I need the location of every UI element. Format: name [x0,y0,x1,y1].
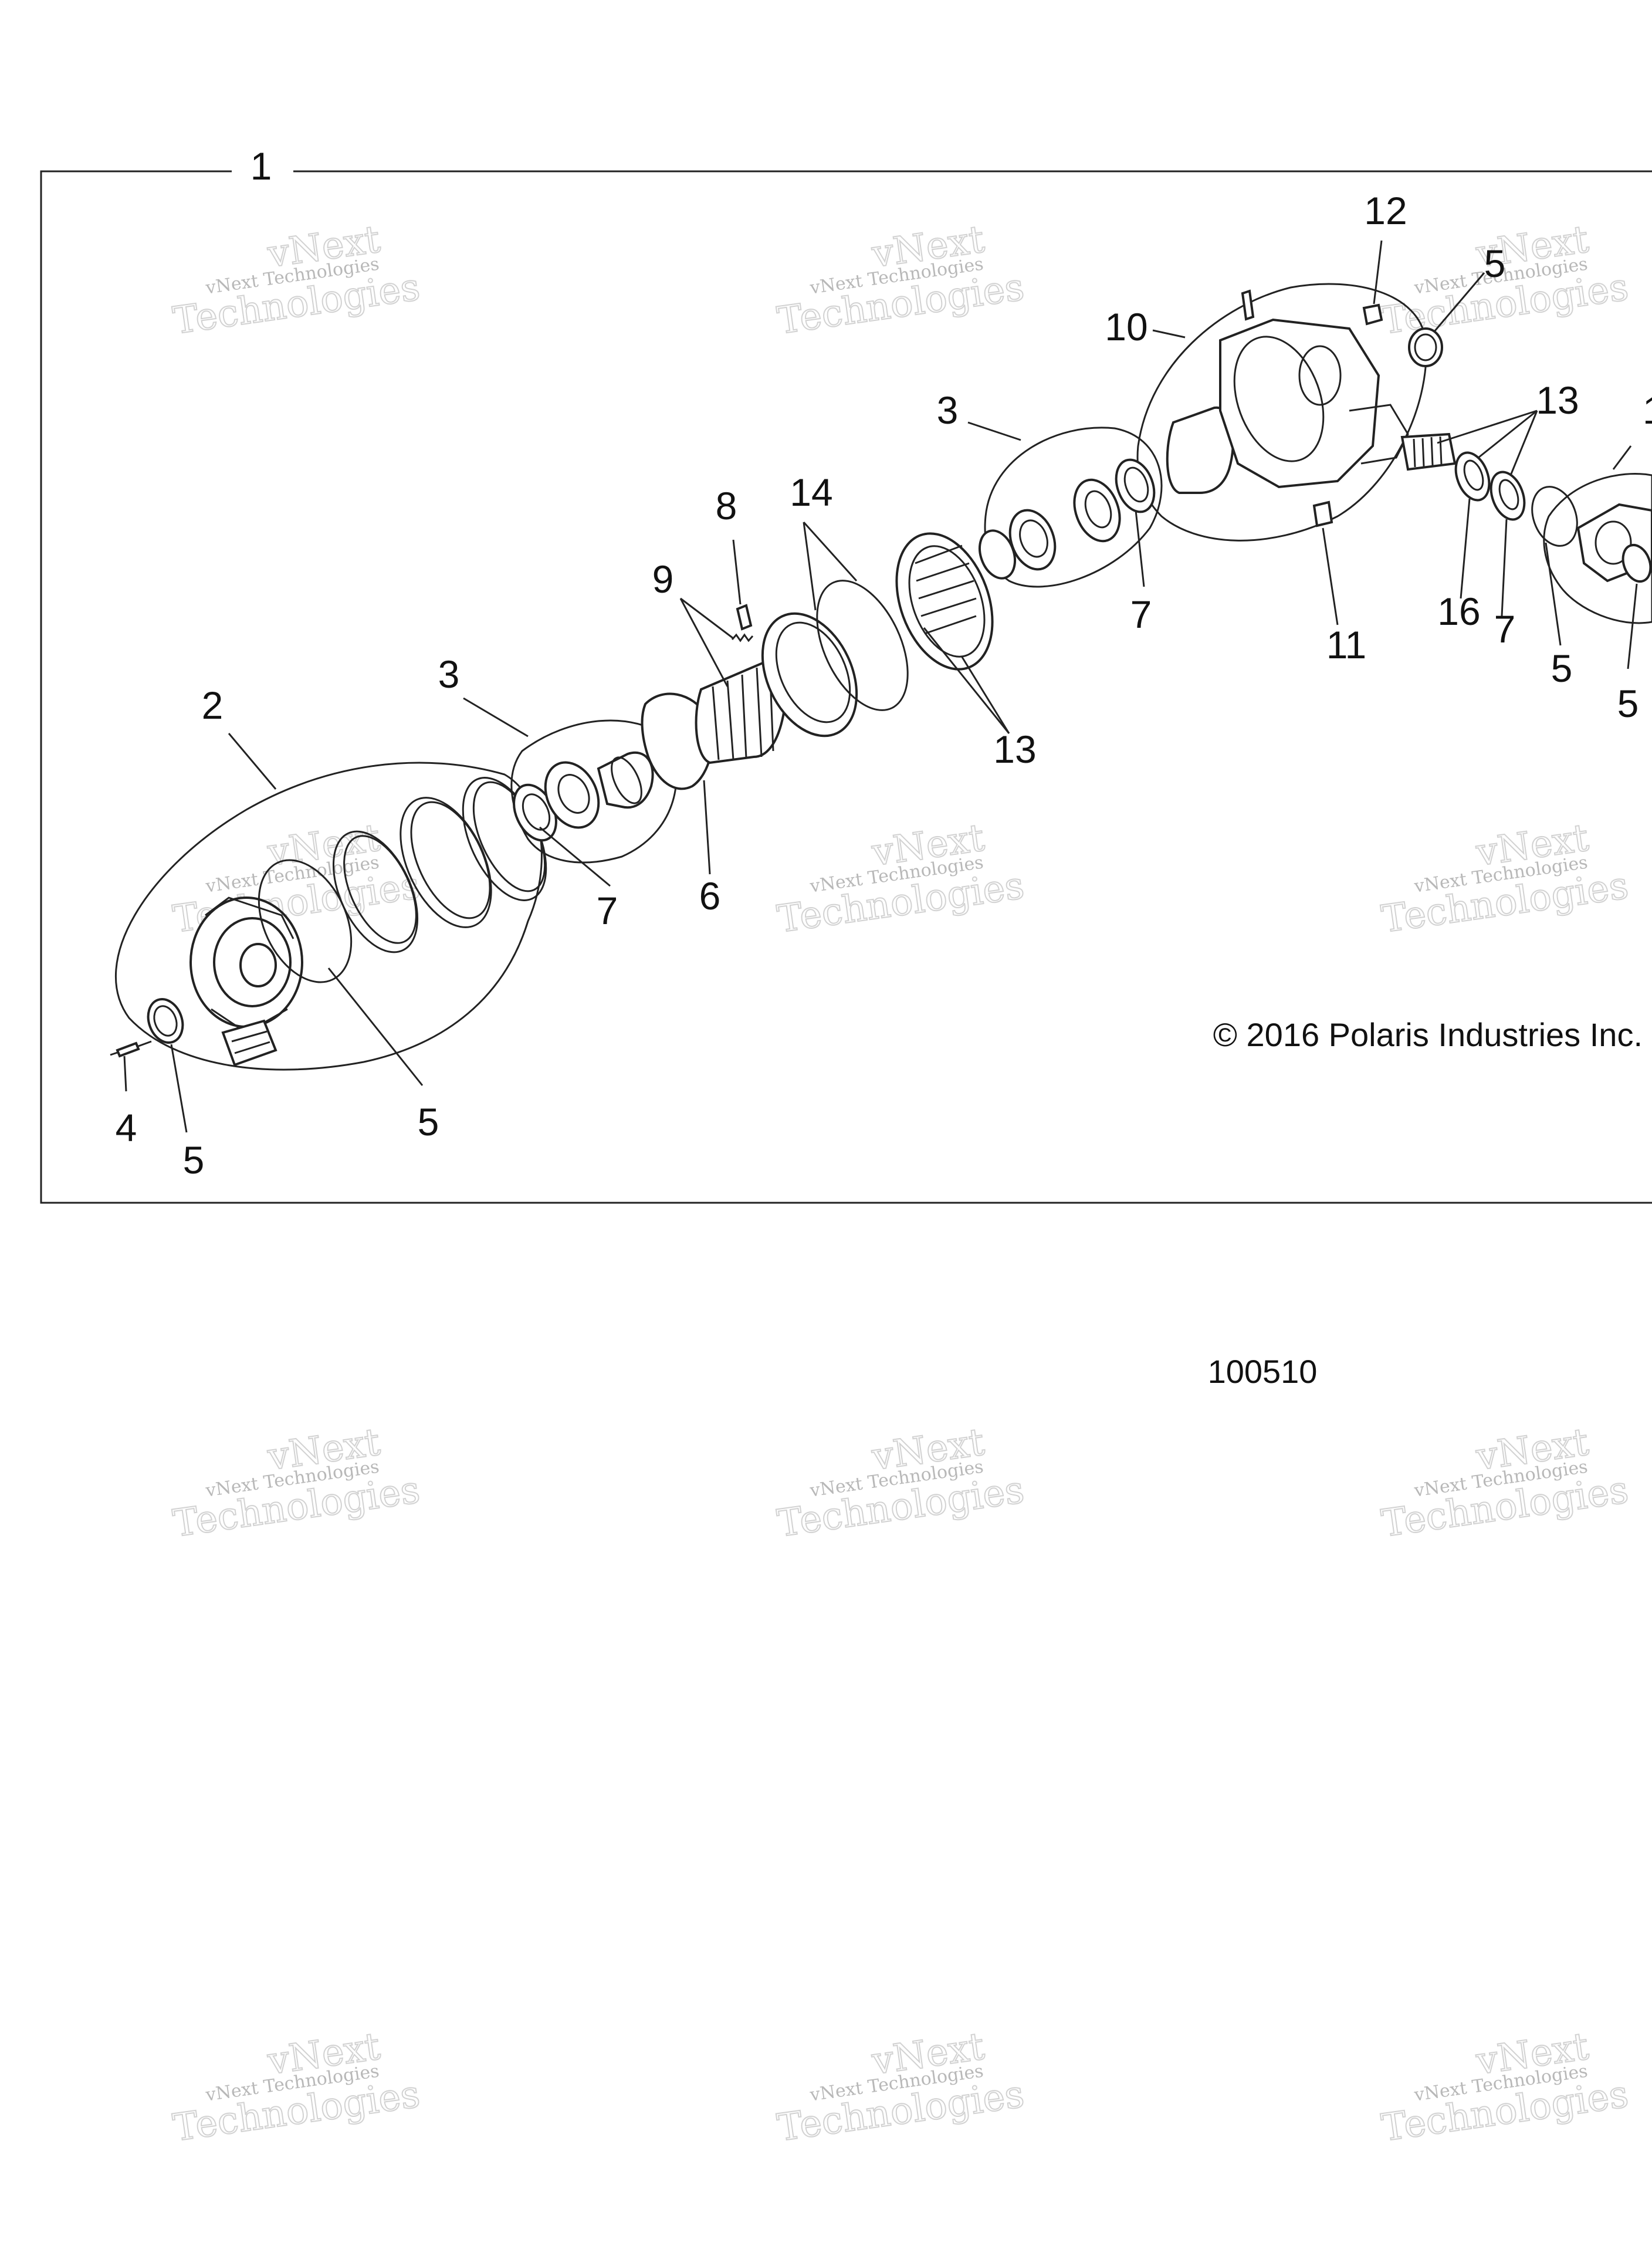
leader-lines [123,240,1638,1133]
coil-plate [761,580,909,738]
callout-3-left: 3 [438,652,460,696]
assembly-frame [40,170,1652,1204]
output-hub [1576,503,1652,583]
callout-13-bottom: 13 [993,728,1036,771]
drain-plug [1312,500,1333,527]
seal-ring-inner [153,1005,178,1037]
callout-15-cut: 1 [1643,388,1652,432]
copyright-notice: © 2016 Polaris Industries Inc. [1213,1016,1643,1053]
callout-12: 12 [1364,189,1407,232]
callout-7-right: 7 [1494,607,1516,651]
gearcase-housing [1219,318,1409,489]
bearing-set-right [979,478,1121,580]
callout-3-right: 3 [937,388,959,432]
group-outline-15 [1543,473,1652,624]
callout-2: 2 [202,684,224,727]
gearcase-cover [189,897,303,1067]
callout-5-right-b: 5 [1617,682,1639,725]
callout-5-left: 5 [183,1138,205,1182]
frame-label: 1 [250,144,272,188]
callout-7-mid: 7 [1130,593,1152,636]
callout-11: 11 [1326,623,1367,667]
callout-16: 16 [1437,590,1480,633]
callout-4: 4 [116,1106,137,1149]
callout-13-top: 13 [1536,378,1579,422]
screw [110,1040,152,1058]
vent-fitting [1241,289,1255,321]
callout-9: 9 [652,557,674,601]
callout-10: 10 [1105,305,1147,349]
clutch-plate [641,692,714,790]
output-shaft [1400,432,1578,547]
figure-number: 100510 [1208,1353,1318,1390]
callout-8: 8 [716,484,737,527]
callout-5-mid: 5 [418,1100,439,1144]
bearing-mid [1115,458,1156,513]
spring [731,633,754,642]
group-outline-10 [1136,283,1427,542]
pin [736,604,753,631]
callout-5-top: 5 [1484,242,1506,285]
callout-6: 6 [699,874,721,918]
callout-14: 14 [790,471,832,514]
callout-5-right-a: 5 [1551,647,1573,690]
seal-ring [147,998,184,1044]
bearing-set-left [544,751,654,829]
o-ring-top-inner [1414,333,1437,361]
callout-7-left: 7 [597,889,618,932]
fill-plug [1362,303,1383,326]
